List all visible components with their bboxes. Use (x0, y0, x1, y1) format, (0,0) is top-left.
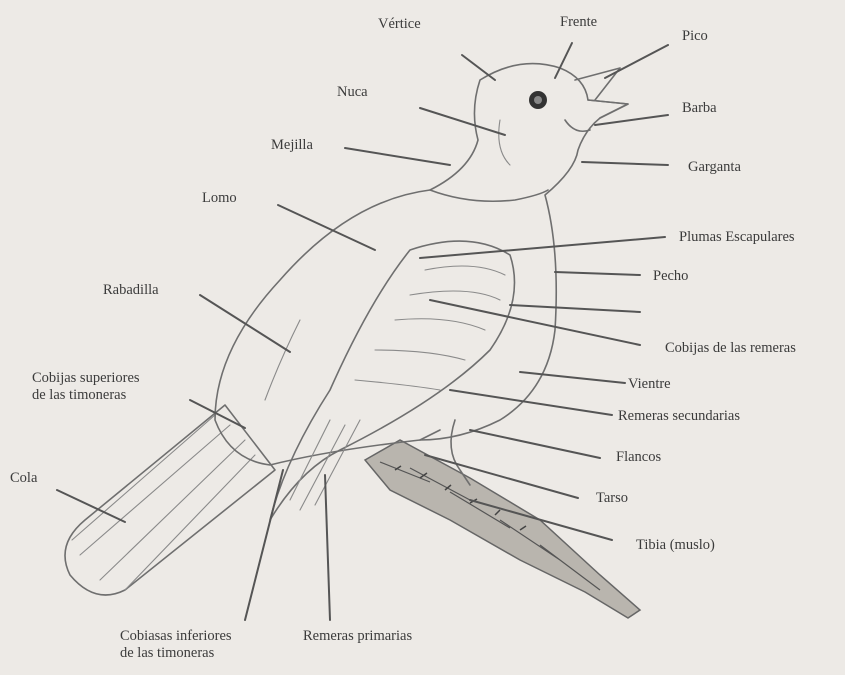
branch (365, 440, 640, 618)
label-remeras-primarias: Remeras primarias (303, 628, 412, 645)
label-barba: Barba (682, 100, 717, 117)
label-cobijas-inferiores: Cobiasas inferiores de las timoneras (120, 628, 232, 662)
label-tarso: Tarso (596, 490, 628, 507)
label-pecho: Pecho (653, 268, 688, 285)
label-remeras-secundarias: Remeras secundarias (618, 408, 740, 425)
label-garganta: Garganta (688, 159, 741, 176)
label-cola: Cola (10, 470, 37, 487)
label-flancos: Flancos (616, 449, 661, 466)
label-lomo: Lomo (202, 190, 237, 207)
label-tibia: Tibia (muslo) (636, 537, 715, 554)
label-cobijas-remeras: Cobijas de las remeras (665, 340, 796, 357)
tail (65, 405, 275, 595)
label-plumas-escapulares: Plumas Escapulares (679, 229, 795, 246)
label-rabadilla: Rabadilla (103, 282, 159, 299)
label-mejilla: Mejilla (271, 137, 313, 154)
label-nuca: Nuca (337, 84, 368, 101)
label-cobijas-superiores: Cobijas superiores de las timoneras (32, 370, 140, 404)
label-vertice: Vértice (378, 16, 421, 33)
bird-head (499, 68, 628, 165)
label-vientre: Vientre (628, 376, 671, 393)
label-pico: Pico (682, 28, 708, 45)
label-frente: Frente (560, 14, 597, 31)
